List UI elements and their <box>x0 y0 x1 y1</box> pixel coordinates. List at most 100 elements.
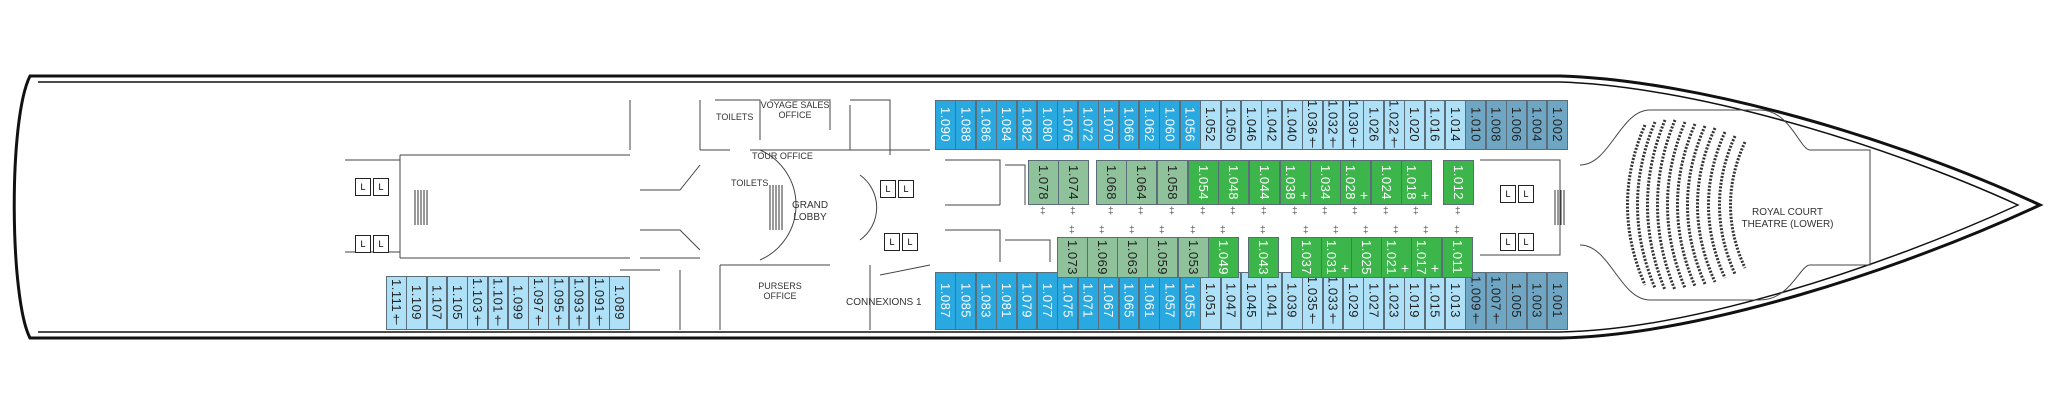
cabin-1.060[interactable]: 1.060 <box>1159 100 1181 150</box>
cabin-1.039[interactable]: 1.039 <box>1281 272 1303 330</box>
cabin-1.055[interactable]: 1.055 <box>1179 272 1201 330</box>
cabin-1.036[interactable]: 1.036† <box>1302 100 1324 150</box>
cabin-1.014[interactable]: 1.014 <box>1445 100 1466 150</box>
cabin-1.049[interactable]: 1.049 <box>1208 237 1239 278</box>
cabin-1.021[interactable]: 1.021+ <box>1381 237 1412 278</box>
cabin-1.072[interactable]: 1.072 <box>1077 100 1099 150</box>
cabin-1.086[interactable]: 1.086 <box>975 100 997 150</box>
cabin-1.018[interactable]: 1.018+ <box>1401 160 1432 205</box>
cabin-1.068[interactable]: 1.068 <box>1096 160 1127 205</box>
cabin-1.015[interactable]: 1.015 <box>1424 272 1446 330</box>
cabin-1.071[interactable]: 1.071 <box>1077 272 1099 330</box>
cabin-1.027[interactable]: 1.027 <box>1363 272 1385 330</box>
cabin-1.084[interactable]: 1.084 <box>996 100 1018 150</box>
cabin-1.082[interactable]: 1.082 <box>1016 100 1038 150</box>
cabin-1.103[interactable]: 1.103† <box>467 276 488 330</box>
cabin-1.069[interactable]: 1.069 <box>1087 237 1118 278</box>
cabin-1.062[interactable]: 1.062 <box>1139 100 1160 150</box>
cabin-1.012[interactable]: 1.012 <box>1443 160 1474 205</box>
cabin-1.081[interactable]: 1.081 <box>996 272 1018 330</box>
cabin-1.009[interactable]: 1.009† <box>1465 272 1487 330</box>
cabin-1.054[interactable]: 1.054 <box>1188 160 1219 205</box>
cabin-1.073[interactable]: 1.073 <box>1057 237 1088 278</box>
cabin-1.087[interactable]: 1.087 <box>935 272 956 330</box>
cabin-1.010[interactable]: 1.010 <box>1465 100 1487 150</box>
cabin-1.002[interactable]: 1.002 <box>1547 100 1568 150</box>
cabin-1.061[interactable]: 1.061 <box>1139 272 1160 330</box>
cabin-1.007[interactable]: 1.007† <box>1485 272 1507 330</box>
cabin-1.050[interactable]: 1.050 <box>1220 100 1242 150</box>
cabin-1.029[interactable]: 1.029 <box>1343 272 1364 330</box>
cabin-1.020[interactable]: 1.020 <box>1404 100 1426 150</box>
cabin-1.043[interactable]: 1.043 <box>1248 237 1279 278</box>
cabin-1.067[interactable]: 1.067 <box>1098 272 1120 330</box>
cabin-1.040[interactable]: 1.040 <box>1281 100 1303 150</box>
cabin-1.022[interactable]: 1.022† <box>1383 100 1405 150</box>
cabin-1.066[interactable]: 1.066 <box>1118 100 1140 150</box>
cabin-1.101[interactable]: 1.101† <box>487 276 509 330</box>
cabin-1.070[interactable]: 1.070 <box>1098 100 1120 150</box>
cabin-1.023[interactable]: 1.023 <box>1383 272 1405 330</box>
cabin-1.013[interactable]: 1.013 <box>1445 272 1466 330</box>
cabin-1.074[interactable]: 1.074 <box>1058 160 1089 205</box>
cabin-1.079[interactable]: 1.079 <box>1016 272 1038 330</box>
cabin-1.089[interactable]: 1.089 <box>609 276 631 330</box>
cabin-1.064[interactable]: 1.064 <box>1126 160 1157 205</box>
cabin-1.057[interactable]: 1.057 <box>1159 272 1181 330</box>
cabin-1.109[interactable]: 1.109 <box>406 276 428 330</box>
cabin-1.075[interactable]: 1.075 <box>1057 272 1079 330</box>
cabin-1.076[interactable]: 1.076 <box>1057 100 1079 150</box>
cabin-1.048[interactable]: 1.048 <box>1218 160 1249 205</box>
cabin-1.059[interactable]: 1.059 <box>1147 237 1178 278</box>
cabin-1.024[interactable]: 1.024 <box>1371 160 1402 205</box>
cabin-1.011[interactable]: 1.011 <box>1442 237 1473 278</box>
cabin-1.006[interactable]: 1.006 <box>1506 100 1528 150</box>
cabin-1.035[interactable]: 1.035† <box>1302 272 1324 330</box>
cabin-1.017[interactable]: 1.017+ <box>1411 237 1442 278</box>
cabin-1.016[interactable]: 1.016 <box>1424 100 1446 150</box>
cabin-1.033[interactable]: 1.033† <box>1322 272 1344 330</box>
cabin-1.026[interactable]: 1.026 <box>1363 100 1385 150</box>
cabin-1.042[interactable]: 1.042 <box>1261 100 1283 150</box>
cabin-1.025[interactable]: 1.025 <box>1351 237 1382 278</box>
cabin-1.004[interactable]: 1.004 <box>1526 100 1548 150</box>
cabin-1.107[interactable]: 1.107 <box>426 276 448 330</box>
cabin-1.088[interactable]: 1.088 <box>955 100 977 150</box>
cabin-1.045[interactable]: 1.045 <box>1241 272 1262 330</box>
cabin-1.038[interactable]: 1.038+ <box>1280 160 1311 205</box>
cabin-1.083[interactable]: 1.083 <box>975 272 997 330</box>
cabin-1.080[interactable]: 1.080 <box>1037 100 1058 150</box>
cabin-1.093[interactable]: 1.093† <box>568 276 590 330</box>
cabin-1.052[interactable]: 1.052 <box>1200 100 1222 150</box>
cabin-1.053[interactable]: 1.053 <box>1178 237 1209 278</box>
cabin-1.077[interactable]: 1.077 <box>1037 272 1058 330</box>
cabin-1.056[interactable]: 1.056 <box>1179 100 1201 150</box>
cabin-1.008[interactable]: 1.008 <box>1485 100 1507 150</box>
cabin-1.019[interactable]: 1.019 <box>1404 272 1426 330</box>
cabin-1.085[interactable]: 1.085 <box>955 272 977 330</box>
cabin-1.044[interactable]: 1.044 <box>1249 160 1280 205</box>
cabin-1.028[interactable]: 1.028+ <box>1340 160 1371 205</box>
cabin-1.037[interactable]: 1.037 <box>1291 237 1322 278</box>
cabin-1.091[interactable]: 1.091† <box>589 276 610 330</box>
cabin-1.051[interactable]: 1.051 <box>1200 272 1222 330</box>
cabin-1.105[interactable]: 1.105 <box>446 276 468 330</box>
cabin-1.032[interactable]: 1.032† <box>1322 100 1344 150</box>
cabin-1.097[interactable]: 1.097† <box>528 276 549 330</box>
cabin-1.078[interactable]: 1.078 <box>1028 160 1059 205</box>
cabin-1.111[interactable]: 1.111† <box>386 276 407 330</box>
cabin-1.046[interactable]: 1.046 <box>1241 100 1262 150</box>
cabin-1.031[interactable]: 1.031+ <box>1321 237 1352 278</box>
cabin-1.058[interactable]: 1.058 <box>1157 160 1188 205</box>
cabin-1.063[interactable]: 1.063 <box>1117 237 1148 278</box>
cabin-1.065[interactable]: 1.065 <box>1118 272 1140 330</box>
cabin-1.099[interactable]: 1.099 <box>507 276 529 330</box>
cabin-1.090[interactable]: 1.090 <box>935 100 956 150</box>
cabin-1.095[interactable]: 1.095† <box>548 276 570 330</box>
cabin-1.003[interactable]: 1.003 <box>1526 272 1548 330</box>
cabin-1.030[interactable]: 1.030† <box>1343 100 1364 150</box>
cabin-1.047[interactable]: 1.047 <box>1220 272 1242 330</box>
cabin-1.001[interactable]: 1.001 <box>1547 272 1568 330</box>
cabin-1.034[interactable]: 1.034 <box>1310 160 1341 205</box>
cabin-1.041[interactable]: 1.041 <box>1261 272 1283 330</box>
